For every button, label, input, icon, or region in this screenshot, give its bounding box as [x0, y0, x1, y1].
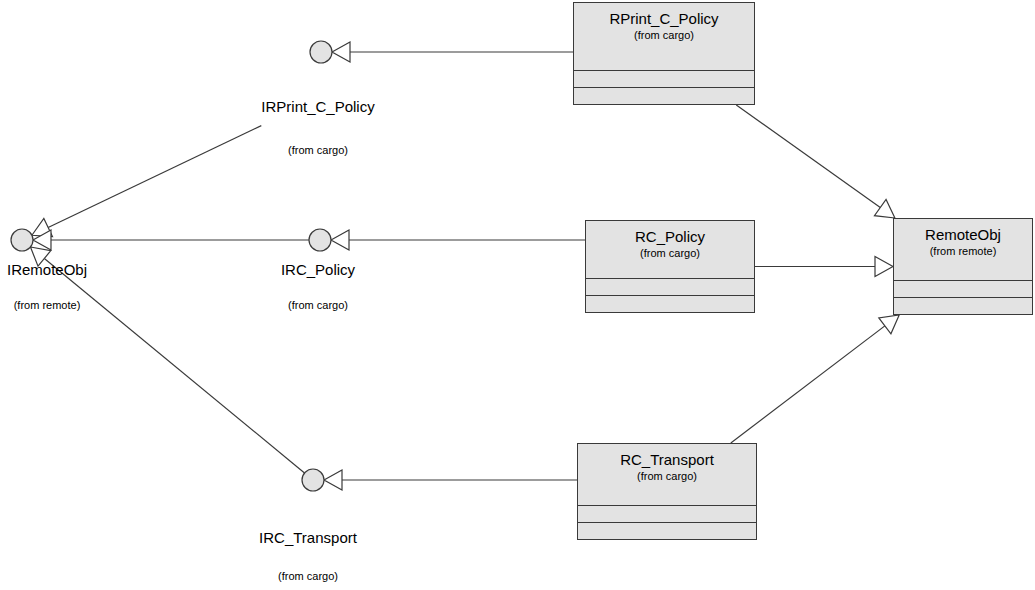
realization-arrowhead	[33, 230, 51, 250]
interface-circle	[309, 229, 331, 251]
package-note: (from cargo)	[288, 298, 348, 312]
package-note: (from cargo)	[288, 143, 348, 157]
class-box: RPrint_C_Policy(from cargo)	[573, 2, 755, 105]
realization-connector	[736, 105, 895, 218]
connector-line	[755, 266, 875, 267]
realization-arrowhead	[874, 199, 894, 218]
interface-circle	[302, 469, 324, 491]
connector-line	[44, 258, 304, 473]
package-note: (from cargo)	[586, 469, 748, 483]
realization-connector	[33, 230, 309, 250]
realization-connector	[755, 257, 893, 277]
interface-name: IRC_Policy	[281, 261, 355, 279]
class-name: RPrint_C_Policy	[582, 10, 746, 28]
connector-line	[349, 239, 585, 240]
interface-lollipop	[308, 228, 332, 252]
interface-lollipop	[10, 228, 34, 252]
class-name: RC_Transport	[586, 451, 748, 469]
connector-line	[51, 239, 309, 240]
interface-node: IRemoteObj (from remote)	[7, 228, 87, 312]
interface-lollipop	[309, 40, 333, 64]
realization-connector	[30, 247, 304, 473]
interface-circle	[310, 41, 332, 63]
attribute-compartment	[574, 70, 754, 88]
connector-line	[350, 51, 573, 52]
package-note: (from remote)	[14, 298, 81, 312]
connector-line	[48, 126, 261, 228]
class-name: RC_Policy	[594, 228, 746, 246]
interface-name: IRemoteObj	[7, 261, 87, 279]
operation-compartment	[586, 295, 754, 313]
operation-compartment	[574, 87, 754, 105]
operation-compartment	[578, 522, 756, 540]
realization-arrowhead	[332, 42, 350, 62]
connector-line	[342, 479, 577, 480]
attribute-compartment	[894, 280, 1032, 298]
class-name-compartment: RC_Transport(from cargo)	[578, 444, 756, 488]
realization-arrowhead	[331, 230, 349, 250]
class-box: RC_Policy(from cargo)	[585, 220, 755, 313]
interface-lollipop	[301, 468, 325, 492]
class-name-compartment: RC_Policy(from cargo)	[586, 221, 754, 265]
class-box: RemoteObj(from remote)	[893, 218, 1033, 315]
package-note: (from cargo)	[594, 246, 746, 260]
attribute-compartment	[586, 278, 754, 296]
realization-connector	[332, 42, 573, 62]
connector-line	[731, 326, 885, 443]
package-note: (from cargo)	[582, 28, 746, 42]
interface-node: IRC_Transport (from cargo)	[259, 468, 357, 583]
realization-arrowhead	[875, 257, 893, 277]
realization-connector	[331, 230, 585, 250]
class-name-compartment: RPrint_C_Policy(from cargo)	[574, 3, 754, 47]
operation-compartment	[894, 297, 1032, 315]
connector-line	[736, 105, 880, 208]
attribute-compartment	[578, 505, 756, 523]
realization-connector	[324, 470, 577, 490]
package-note: (from remote)	[902, 244, 1024, 258]
realization-arrowhead	[324, 470, 342, 490]
class-name: RemoteObj	[902, 226, 1024, 244]
interface-node: IRPrint_C_Policy (from cargo)	[261, 40, 374, 157]
realization-arrowhead	[879, 315, 899, 334]
interface-node: IRC_Policy (from cargo)	[281, 228, 355, 312]
interface-name: IRPrint_C_Policy	[261, 98, 374, 116]
realization-connector	[32, 126, 261, 237]
class-box: RC_Transport(from cargo)	[577, 443, 757, 540]
interface-name: IRC_Transport	[259, 529, 357, 547]
interface-circle	[11, 229, 33, 251]
realization-connector	[731, 315, 899, 443]
class-name-compartment: RemoteObj(from remote)	[894, 219, 1032, 263]
package-note: (from cargo)	[278, 569, 338, 583]
